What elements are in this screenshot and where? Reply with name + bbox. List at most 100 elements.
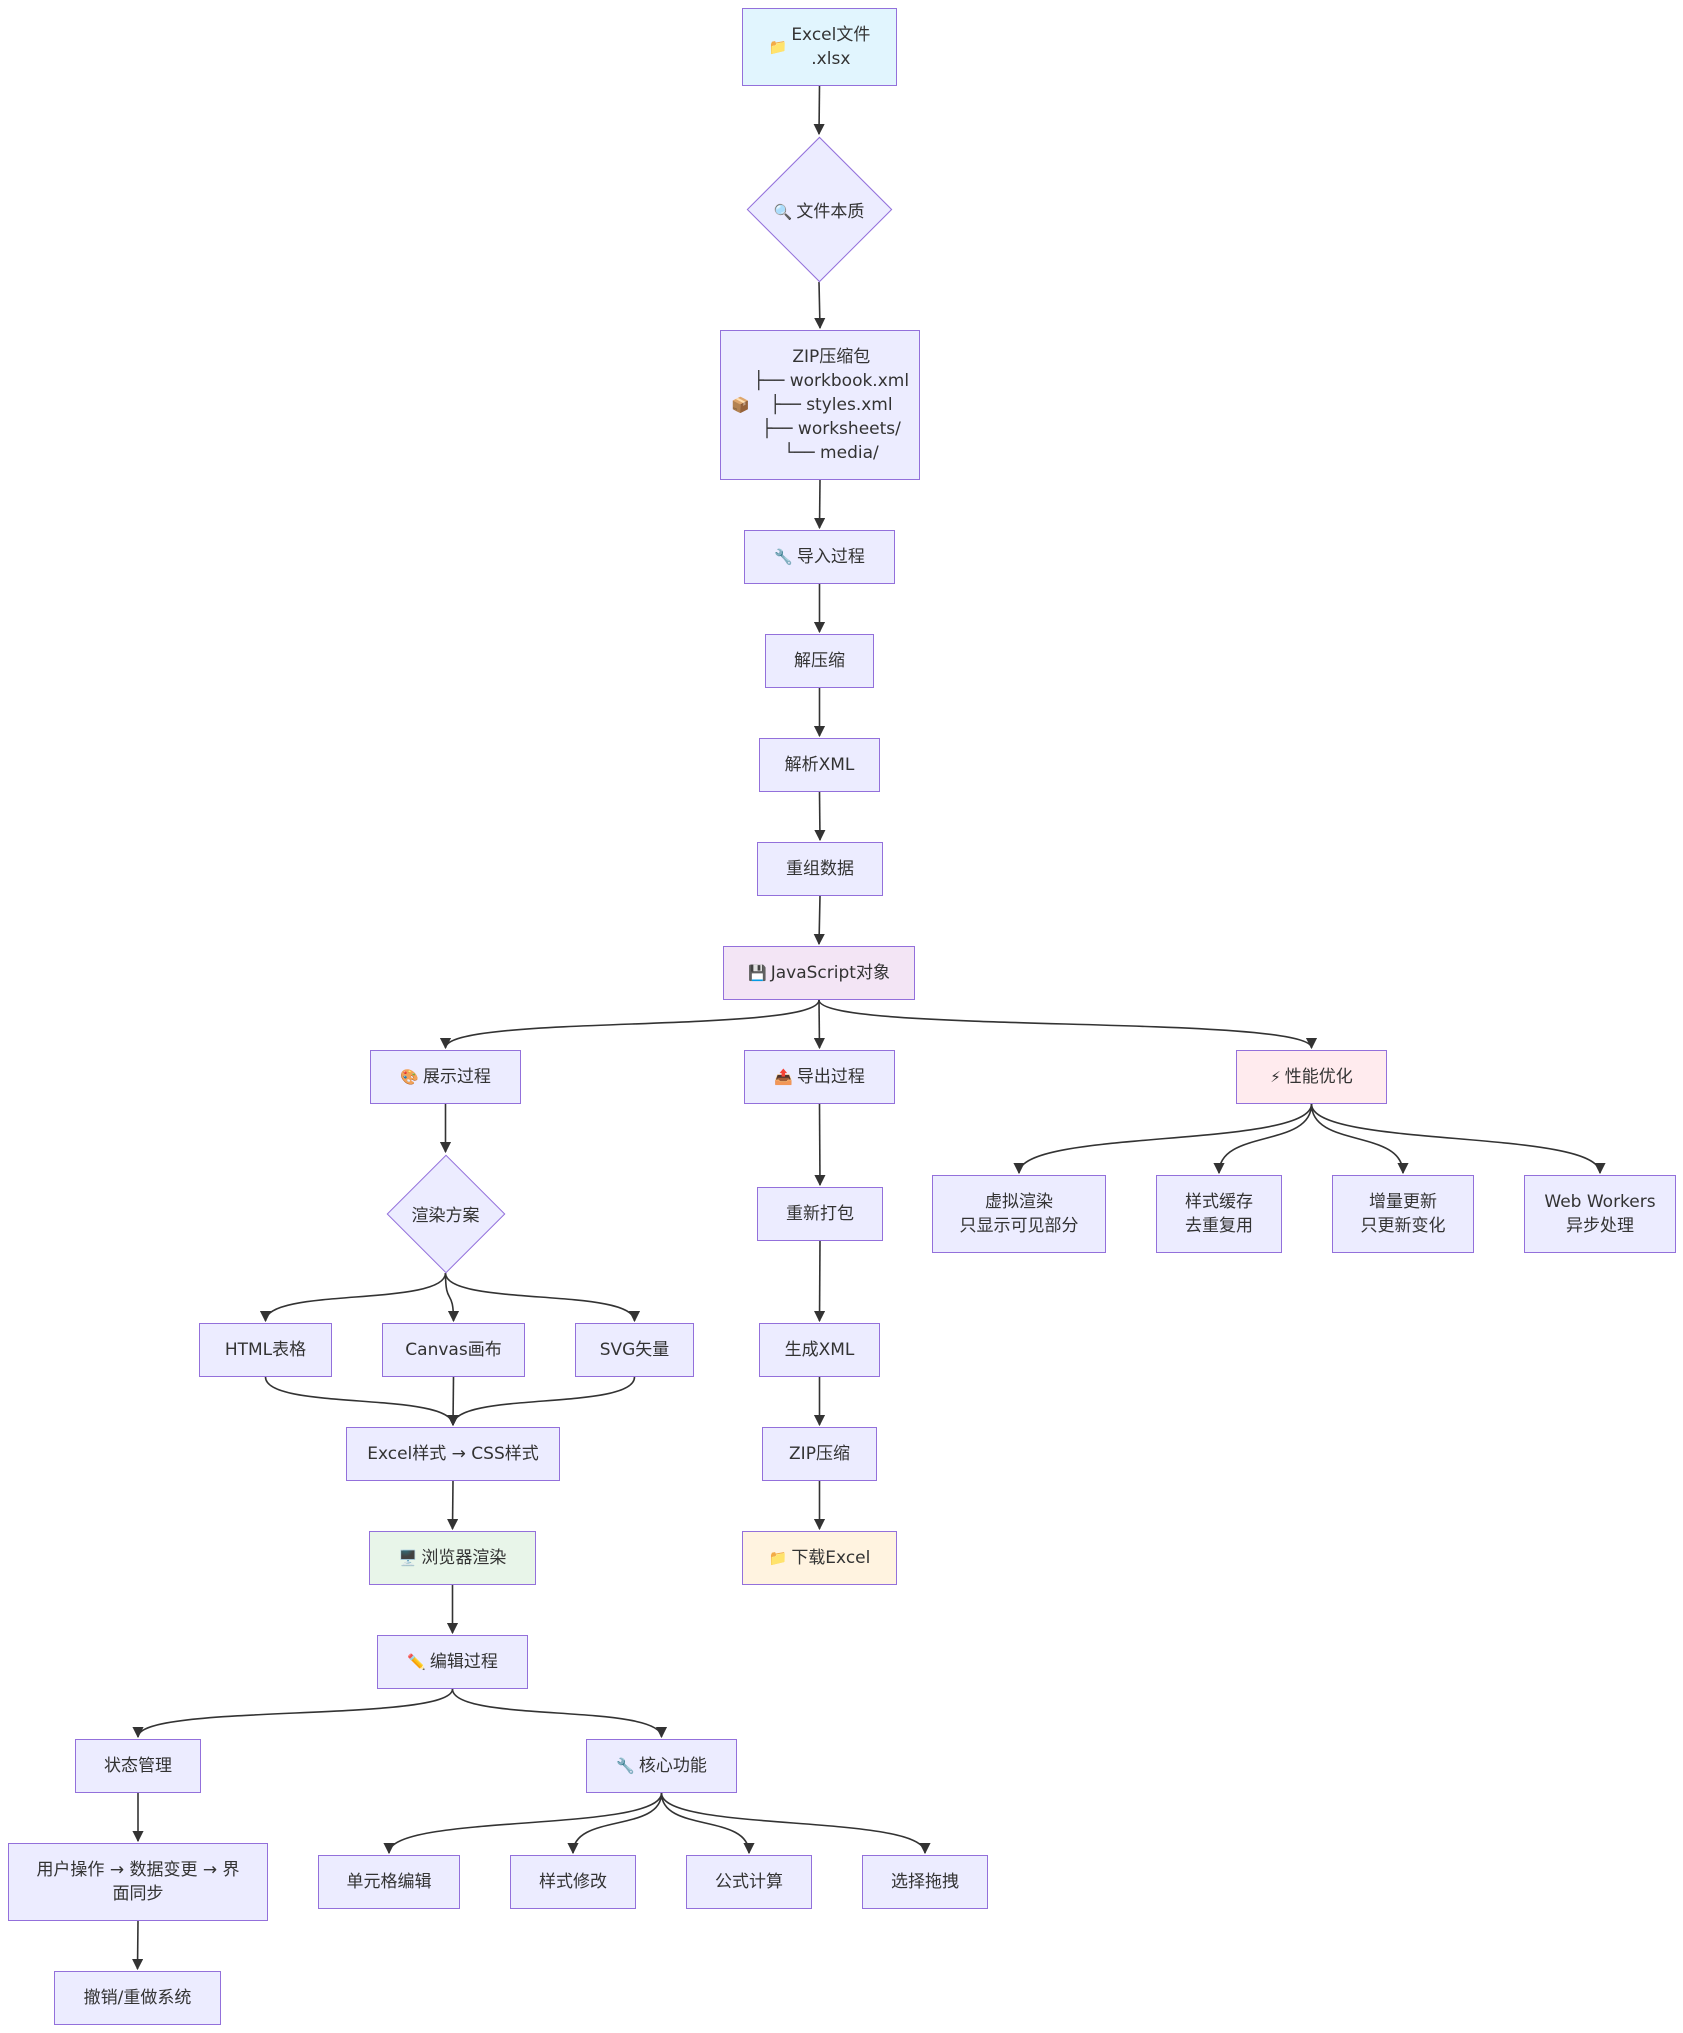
node-browser-rendering: 🖥️浏览器渲染 — [369, 1531, 536, 1585]
edge-core-to-style_mod — [567, 1792, 663, 1855]
edge-js_obj-to-perf — [818, 999, 1317, 1050]
node-performance-optimization: ⚡性能优化 — [1236, 1050, 1387, 1104]
edge-css-to-browser — [447, 1480, 459, 1531]
edge-parse_xml-to-reorg — [814, 791, 826, 842]
edge-perf-to-style_cache — [1213, 1103, 1313, 1175]
node-state-management: 状态管理 — [75, 1739, 201, 1793]
node-label: Canvas画布 — [405, 1340, 502, 1360]
node-edit-process: ✏️编辑过程 — [377, 1635, 528, 1689]
node-label: 选择拖拽 — [891, 1872, 959, 1892]
edge-render_plan-to-html_table — [259, 1272, 447, 1323]
wrench-icon: 🔧 — [774, 548, 793, 566]
node-repackage: 重新打包 — [757, 1187, 883, 1241]
node-excel-to-css-styles: Excel样式 → CSS样式 — [346, 1427, 560, 1481]
magnifier-icon: 🔍 — [773, 202, 793, 221]
edge-core-to-formula — [660, 1792, 755, 1855]
node-label: Excel样式 → CSS样式 — [367, 1444, 539, 1464]
node-cell-edit: 单元格编辑 — [318, 1855, 460, 1909]
edge-svg-to-css — [447, 1376, 636, 1427]
node-unzip: 解压缩 — [765, 634, 874, 688]
edge-perf-to-virtual — [1013, 1103, 1313, 1175]
node-label: 解压缩 — [794, 651, 845, 671]
node-html-table: HTML表格 — [199, 1323, 332, 1377]
edge-render_plan-to-canvas — [444, 1272, 460, 1323]
edge-reorg-to-js_obj — [813, 895, 825, 946]
node-label: 状态管理 — [104, 1756, 172, 1776]
node-select-drag: 选择拖拽 — [862, 1855, 988, 1909]
floppy-disk-icon: 💾 — [748, 964, 767, 982]
node-zip-compress: ZIP压缩 — [762, 1427, 877, 1481]
edge-canvas-to-css — [447, 1376, 459, 1427]
node-label: 单元格编辑 — [346, 1872, 432, 1892]
node-web-workers: Web Workers 异步处理 — [1524, 1175, 1676, 1253]
node-label: 用户操作 → 数据变更 → 界 面同步 — [36, 1860, 240, 1904]
decision-file-nature: 🔍文件本质 — [746, 136, 892, 282]
node-label: 重组数据 — [786, 859, 854, 879]
node-download-excel: 📁下载Excel — [742, 1531, 897, 1585]
node-label: HTML表格 — [224, 1340, 307, 1360]
node-label: 编辑过程 — [429, 1652, 498, 1672]
node-label: ZIP压缩 — [789, 1444, 850, 1464]
edge-nature-to-zip — [814, 281, 826, 330]
node-label: 公式计算 — [715, 1872, 783, 1892]
outbox-icon: 📤 — [774, 1068, 793, 1086]
edge-edit-to-state — [132, 1688, 454, 1739]
edge-repack-to-gen_xml — [813, 1240, 826, 1323]
node-label: 文件本质 — [796, 201, 865, 222]
node-display-process: 🎨展示过程 — [370, 1050, 521, 1104]
node-label: Excel文件 .xlsx — [791, 25, 871, 69]
edge-render_plan-to-svg — [444, 1272, 641, 1323]
node-label: 下载Excel — [791, 1548, 871, 1568]
node-label: 撤销/重做系统 — [83, 1988, 192, 2008]
palette-icon: 🎨 — [400, 1068, 419, 1086]
node-parse-xml: 解析XML — [759, 738, 880, 792]
node-label: 核心功能 — [638, 1756, 707, 1776]
node-label: 浏览器渲染 — [421, 1548, 507, 1568]
edge-export-to-repack — [814, 1103, 826, 1187]
node-label: 导入过程 — [796, 547, 865, 567]
node-javascript-object: 💾JavaScript对象 — [723, 946, 915, 1000]
lightning-icon: ⚡ — [1270, 1068, 1281, 1086]
node-style-modification: 样式修改 — [510, 1855, 636, 1909]
node-label: ZIP压缩包 ├── workbook.xml ├── styles.xml ├… — [753, 347, 910, 463]
node-label: 样式缓存 去重复用 — [1185, 1192, 1253, 1236]
monitor-icon: 🖥️ — [398, 1549, 418, 1567]
node-label: 虚拟渲染 只显示可见部分 — [959, 1192, 1079, 1236]
edge-zip-to-import — [814, 479, 826, 530]
wrench-icon: 🔧 — [616, 1757, 635, 1775]
node-label: SVG矢量 — [599, 1340, 670, 1360]
node-undo-redo-system: 撤销/重做系统 — [54, 1971, 221, 2025]
node-label: 样式修改 — [539, 1872, 607, 1892]
node-canvas: Canvas画布 — [382, 1323, 525, 1377]
node-export-process: 📤导出过程 — [744, 1050, 895, 1104]
node-svg-vector: SVG矢量 — [575, 1323, 694, 1377]
edge-js_obj-to-export — [813, 999, 825, 1050]
node-formula-calculation: 公式计算 — [686, 1855, 812, 1909]
node-label: 增量更新 只更新变化 — [1360, 1192, 1446, 1236]
node-label: 性能优化 — [1284, 1067, 1353, 1087]
edge-perf-to-workers — [1310, 1103, 1606, 1175]
edge-html_table-to-css — [264, 1376, 459, 1427]
node-reorganize-data: 重组数据 — [757, 842, 883, 896]
package-icon: 📦 — [730, 396, 750, 414]
node-label: 重新打包 — [786, 1204, 854, 1224]
node-virtual-rendering: 虚拟渲染 只显示可见部分 — [932, 1175, 1106, 1253]
folder-icon: 📁 — [768, 1549, 788, 1567]
decision-render-plan: 渲染方案 — [386, 1154, 505, 1273]
pencil-icon: ✏️ — [407, 1653, 426, 1671]
edge-edit-to-core — [451, 1688, 668, 1739]
edge-excel-to-nature — [813, 85, 825, 136]
edge-user_flow-to-undo_redo — [132, 1920, 144, 1971]
node-style-cache: 样式缓存 去重复用 — [1156, 1175, 1282, 1253]
edge-js_obj-to-display — [440, 999, 820, 1050]
node-label: 生成XML — [784, 1340, 855, 1360]
node-incremental-update: 增量更新 只更新变化 — [1332, 1175, 1474, 1253]
node-label: 渲染方案 — [411, 1206, 480, 1226]
node-zip-package: 📦ZIP压缩包 ├── workbook.xml ├── styles.xml … — [720, 330, 920, 480]
node-label: JavaScript对象 — [770, 963, 890, 983]
edge-core-to-select_drag — [660, 1792, 931, 1855]
node-label: Web Workers 异步处理 — [1544, 1192, 1656, 1236]
node-import-process: 🔧导入过程 — [744, 530, 895, 584]
folder-icon: 📁 — [768, 38, 788, 56]
